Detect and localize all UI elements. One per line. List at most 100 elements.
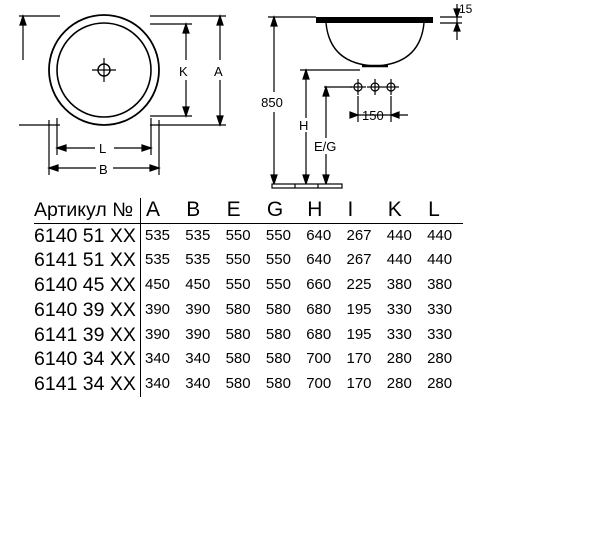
cell-e: 550	[225, 226, 251, 244]
cell-b: 450	[185, 276, 211, 294]
cell-k: 280	[386, 350, 412, 368]
cell-b: 390	[185, 300, 211, 318]
header-col-g: G	[261, 198, 303, 224]
cell-a: 340	[145, 350, 171, 368]
cell-h: 640	[306, 226, 332, 244]
cell-k: 440	[386, 226, 412, 244]
cell-g: 580	[265, 374, 291, 392]
cell-b: 535	[185, 226, 211, 244]
cell-l: 440	[427, 226, 453, 244]
dim-label-eg: E/G	[314, 139, 336, 154]
cell-h: 680	[306, 325, 332, 343]
top-view: K A L B	[19, 14, 226, 177]
cell-b: 340	[185, 374, 211, 392]
floor-line	[271, 183, 343, 189]
cell-h: 640	[306, 251, 332, 269]
tap-left-icon	[350, 79, 366, 95]
cell-h: 700	[306, 374, 332, 392]
table-row: 6141 51 XX 535 535 550 550 640 267 440 4…	[34, 248, 463, 274]
basin-outer-rim	[48, 14, 160, 126]
header-col-h: H	[302, 198, 343, 224]
table-row: 6141 34 XX 340 340 580 580 700 170 280 2…	[34, 371, 463, 397]
row-article: 6140 39 XX	[34, 297, 141, 323]
cell-e: 550	[225, 276, 251, 294]
cell-g: 580	[265, 325, 291, 343]
cell-a: 340	[145, 374, 171, 392]
table-row: 6140 51 XX 535 535 550 550 640 267 440 4…	[34, 223, 463, 249]
dim-label-a: A	[214, 64, 223, 79]
cell-k: 330	[386, 300, 412, 318]
cell-b: 340	[185, 350, 211, 368]
cell-h: 660	[306, 276, 332, 294]
cell-g: 550	[265, 276, 291, 294]
dimensions-table: Артикул № A B E G H I K L 6140 51 XX 535…	[34, 198, 464, 397]
cell-i: 195	[346, 325, 372, 343]
row-article: 6140 45 XX	[34, 273, 141, 298]
cell-g: 580	[265, 300, 291, 318]
basin-bowl	[325, 22, 425, 67]
cell-i: 267	[346, 226, 372, 244]
header-col-l: L	[423, 198, 464, 224]
cell-g: 580	[265, 350, 291, 368]
cell-a: 390	[145, 300, 171, 318]
table-row: 6140 34 XX 340 340 580 580 700 170 280 2…	[34, 347, 463, 372]
cell-e: 580	[225, 300, 251, 318]
cell-l: 380	[427, 276, 453, 294]
header-col-i: I	[342, 198, 383, 224]
table-row: 6141 39 XX 390 390 580 580 680 195 330 3…	[34, 322, 463, 348]
header-col-b: B	[181, 198, 222, 224]
cell-l: 330	[427, 325, 453, 343]
dim-label-height-total: 850	[261, 95, 283, 110]
tap-center-icon	[367, 79, 383, 95]
technical-drawing: K A L B 15	[19, 2, 473, 189]
cell-a: 390	[145, 325, 171, 343]
cell-i: 225	[346, 276, 372, 294]
cell-a: 450	[145, 276, 171, 294]
cell-i: 267	[346, 251, 372, 269]
drain-icon	[92, 58, 116, 82]
dim-label-thickness: 15	[459, 2, 473, 16]
cell-e: 580	[225, 374, 251, 392]
row-article: 6140 34 XX	[34, 347, 141, 372]
basin-inner-bowl	[56, 22, 152, 118]
cell-k: 440	[386, 251, 412, 269]
cell-k: 280	[386, 374, 412, 392]
cell-i: 170	[346, 350, 372, 368]
cell-i: 170	[346, 374, 372, 392]
cell-a: 535	[145, 251, 171, 269]
cell-l: 280	[427, 350, 453, 368]
cell-l: 330	[427, 300, 453, 318]
dim-label-k: K	[179, 64, 188, 79]
dim-label-b: B	[99, 162, 108, 177]
cell-l: 280	[427, 374, 453, 392]
cell-e: 580	[225, 350, 251, 368]
cell-l: 440	[427, 251, 453, 269]
header-col-k: K	[382, 198, 424, 224]
header-article: Артикул №	[34, 198, 141, 224]
row-article: 6141 51 XX	[34, 248, 141, 274]
cell-i: 195	[346, 300, 372, 318]
dim-label-h: H	[299, 118, 308, 133]
cell-b: 390	[185, 325, 211, 343]
basin-rim	[316, 17, 433, 23]
row-article: 6141 34 XX	[34, 371, 141, 397]
cell-a: 535	[145, 226, 171, 244]
table-header-row: Артикул № A B E G H I K L	[34, 198, 464, 224]
cell-k: 330	[386, 325, 412, 343]
cell-e: 550	[225, 251, 251, 269]
cell-g: 550	[265, 226, 291, 244]
cell-g: 550	[265, 251, 291, 269]
tap-right-icon	[383, 79, 399, 95]
cell-h: 680	[306, 300, 332, 318]
row-article: 6140 51 XX	[34, 223, 141, 249]
table-row: 6140 39 XX 390 390 580 580 680 195 330 3…	[34, 297, 463, 323]
dim-label-spacing: 150	[362, 108, 384, 123]
row-article: 6141 39 XX	[34, 322, 141, 348]
side-view: 15 850 H E/G	[261, 2, 473, 189]
cell-h: 700	[306, 350, 332, 368]
header-col-a: A	[140, 198, 182, 224]
dim-label-l: L	[99, 141, 106, 156]
header-col-e: E	[221, 198, 262, 224]
cell-k: 380	[386, 276, 412, 294]
table-row: 6140 45 XX 450 450 550 550 660 225 380 3…	[34, 273, 463, 298]
